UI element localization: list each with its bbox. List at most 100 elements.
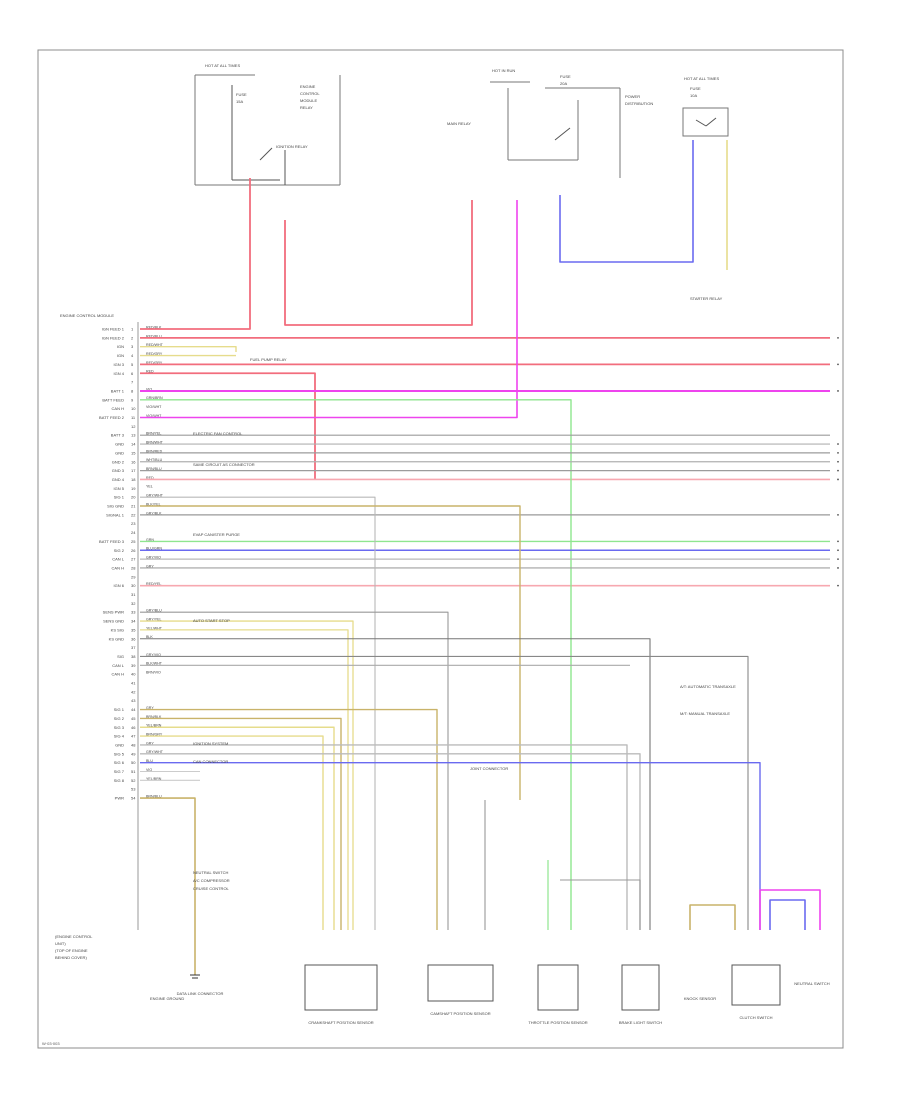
pin-number: 14 xyxy=(131,442,136,447)
wire-red-feed-2 xyxy=(284,200,473,326)
component-label: THROTTLE POSITION SENSOR xyxy=(528,1020,587,1025)
wire-sensor-signal xyxy=(140,753,641,930)
component-box xyxy=(731,964,781,1006)
splice-label: JOINT CONNECTOR xyxy=(470,766,508,771)
component-label: DATA LINK CONNECTOR xyxy=(177,991,224,996)
pin-row: 29 xyxy=(131,574,136,579)
pin-wire-label: BRN/RED xyxy=(146,449,163,453)
pin-name: SIG xyxy=(117,654,124,659)
component-box xyxy=(304,964,378,1011)
wire-grey-sig-38 xyxy=(140,655,749,930)
wire-tan-sig-gnd xyxy=(140,505,521,800)
pin-wire-label: RED/YEL xyxy=(146,582,161,586)
pin-name: CAN H xyxy=(112,565,125,570)
top-component-title: HOT AT ALL TIMES xyxy=(684,76,719,81)
pin-number: 39 xyxy=(131,663,136,668)
pin-name: CAN H xyxy=(112,406,125,411)
wire-end-marker xyxy=(837,513,839,516)
wire-yellow-ks xyxy=(140,629,349,930)
pin-name: CAN L xyxy=(112,663,125,668)
pin-name: IGN FEED 1 xyxy=(102,327,125,332)
bottom-components: CRANKSHAFT POSITION SENSOR CAMSHAFT POSIT… xyxy=(177,964,830,1025)
pin-wire-label: YEL/BRN xyxy=(146,777,162,781)
right-note: M/T: MANUAL TRANSAXLE xyxy=(680,711,730,716)
pin-wire-label: RED/WHT xyxy=(146,343,164,347)
top-component-title: HOT IN RUN xyxy=(492,68,515,73)
pin-name: SIG 8 xyxy=(114,778,125,783)
pin-wire-label: GRY/WHT xyxy=(146,494,164,498)
pin-number: 1 xyxy=(131,327,134,332)
pin-wire-label: BLK/YEL xyxy=(146,502,161,506)
pin-number: 20 xyxy=(131,495,136,500)
pin-wire-label: RED xyxy=(146,370,154,374)
pin-number: 52 xyxy=(131,778,136,783)
component-label: CLUTCH SWITCH xyxy=(739,1015,772,1020)
pin-wire-label: BLU xyxy=(146,759,153,763)
pin-number: 2 xyxy=(131,335,134,340)
pin-row: GND 14 BRN/WHT xyxy=(115,440,163,446)
pin-row: 7 xyxy=(131,380,134,385)
top-component-line: 10A xyxy=(690,93,697,98)
pin-name: IGN 3 xyxy=(114,362,125,367)
wire-sensor-signal xyxy=(140,726,335,930)
component-label: CAMSHAFT POSITION SENSOR xyxy=(430,1011,490,1016)
top-component-line: DISTRIBUTION xyxy=(625,101,653,106)
top-component-1: HOT AT ALL TIMES FUSE 15A ENGINE CONTROL… xyxy=(194,63,341,186)
pin-note: NEUTRAL SWITCH xyxy=(193,870,229,875)
bottom-component: CAMSHAFT POSITION SENSOR xyxy=(427,964,494,1016)
pin-number: 4 xyxy=(131,353,134,358)
pin-name: SIG 1 xyxy=(114,707,125,712)
pin-name: CAN H xyxy=(112,672,125,677)
footer-code: W·03·003 xyxy=(42,1041,60,1046)
wire-end-marker xyxy=(837,540,839,543)
pin-name: GND xyxy=(115,442,124,447)
pin-name: PWR xyxy=(115,796,124,801)
component-label: CRANKSHAFT POSITION SENSOR xyxy=(308,1020,373,1025)
pin-wire-label: BRN/BLK xyxy=(146,715,162,719)
wire-sensor-signal xyxy=(140,708,438,930)
pin-wire-label: GRY/VIO xyxy=(146,653,161,657)
pin-note: SAME CIRCUIT AS CONNECTOR xyxy=(193,462,255,467)
module-note: BEHIND COVER) xyxy=(55,955,87,960)
pin-wire-label: YEL/BRN xyxy=(146,724,162,728)
pin-number: 5 xyxy=(131,362,134,367)
component-label: BRAKE LIGHT SWITCH xyxy=(619,1020,662,1025)
top-component-line: RELAY xyxy=(300,105,313,110)
splice-label: ENGINE GROUND xyxy=(150,996,184,1001)
pin-wire-label: GRY/VIO xyxy=(146,556,161,560)
pin-name: SIGNAL 1 xyxy=(106,512,125,517)
top-component-line: 20A xyxy=(560,81,567,86)
wire-end-marker xyxy=(837,443,839,445)
pin-wire-label: VIO xyxy=(146,768,152,772)
pin-row: 31 xyxy=(131,592,136,597)
top-component-line: MODULE xyxy=(300,98,317,103)
wire-red-feed-1 xyxy=(140,220,251,330)
pin-row: 41 xyxy=(131,681,136,686)
pin-number: 17 xyxy=(131,468,136,473)
pin-wire-label: BRN/WHT xyxy=(146,440,164,444)
pin-number: 43 xyxy=(131,698,136,703)
pin-wire-label: GRY/BLK xyxy=(146,511,162,515)
pin-number: 9 xyxy=(131,397,134,402)
pin-wire-label: BRN/BLU xyxy=(146,794,162,798)
pin-wire-label: BRN/VIO xyxy=(146,671,161,675)
pin-number: 42 xyxy=(131,689,136,694)
pin-number: 53 xyxy=(131,787,136,792)
wire-end-marker xyxy=(837,549,839,552)
pin-name: BATT FEED 2 xyxy=(99,415,125,420)
wire-grey-sig xyxy=(140,496,376,930)
pin-number: 30 xyxy=(131,583,136,588)
top-component-line: ENGINE xyxy=(300,84,316,89)
